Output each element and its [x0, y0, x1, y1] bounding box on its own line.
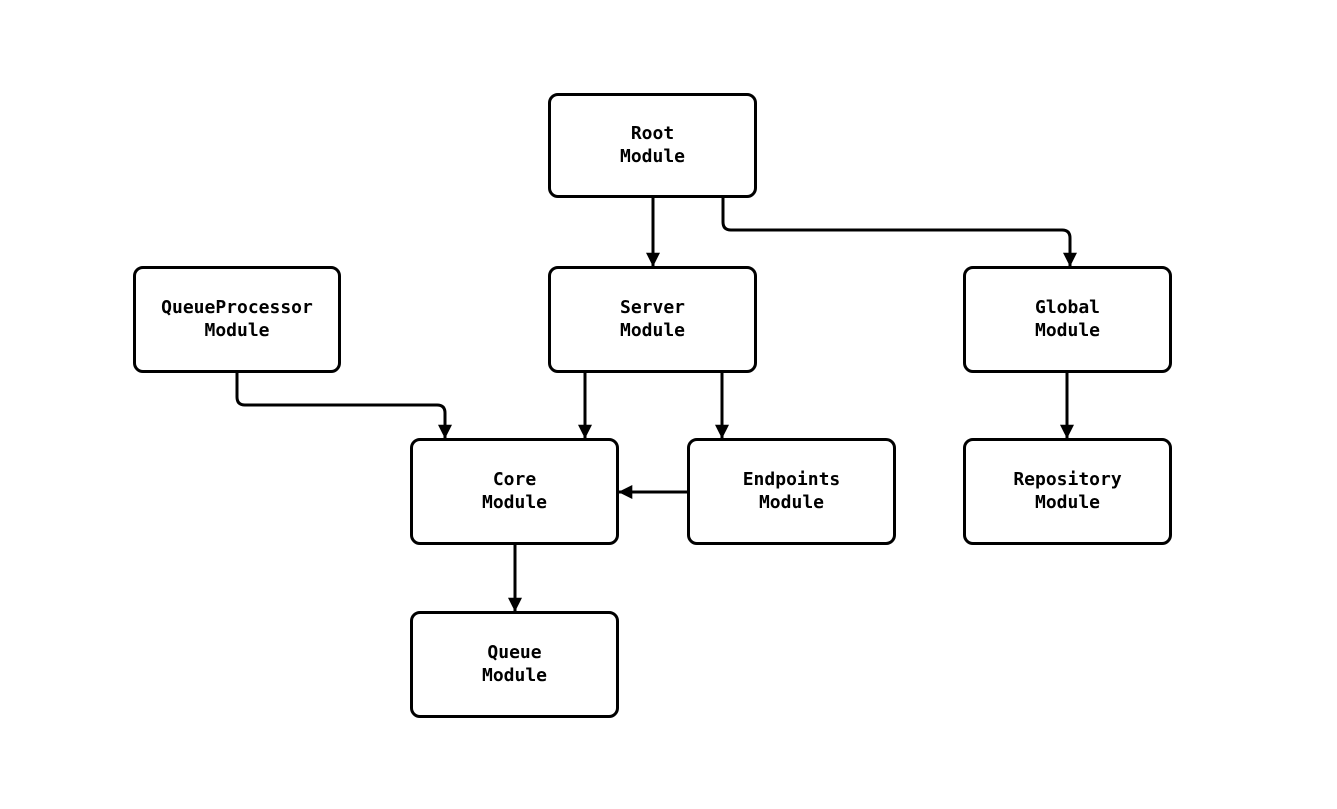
node-label: Repository Module — [1013, 469, 1122, 513]
node-repository-module: Repository Module — [963, 438, 1172, 545]
node-label: Server Module — [619, 297, 686, 341]
node-root-module: Root Module — [548, 93, 757, 198]
node-label: QueueProcessor Module — [161, 297, 313, 341]
node-label: Core Module — [481, 469, 548, 513]
node-label: Queue Module — [481, 642, 548, 686]
node-server-module: Server Module — [548, 266, 757, 373]
node-label: Endpoints Module — [742, 469, 841, 513]
node-global-module: Global Module — [963, 266, 1172, 373]
edges-group — [235, 198, 1077, 612]
node-label: Global Module — [1034, 297, 1101, 341]
node-label: Root Module — [619, 123, 686, 167]
node-queueprocessor-module: QueueProcessor Module — [133, 266, 341, 373]
node-endpoints-module: Endpoints Module — [687, 438, 896, 545]
edge-queueprocessor-to-core — [235, 373, 452, 439]
node-core-module: Core Module — [410, 438, 619, 545]
node-queue-module: Queue Module — [410, 611, 619, 718]
edge-root-to-global — [721, 198, 1077, 267]
